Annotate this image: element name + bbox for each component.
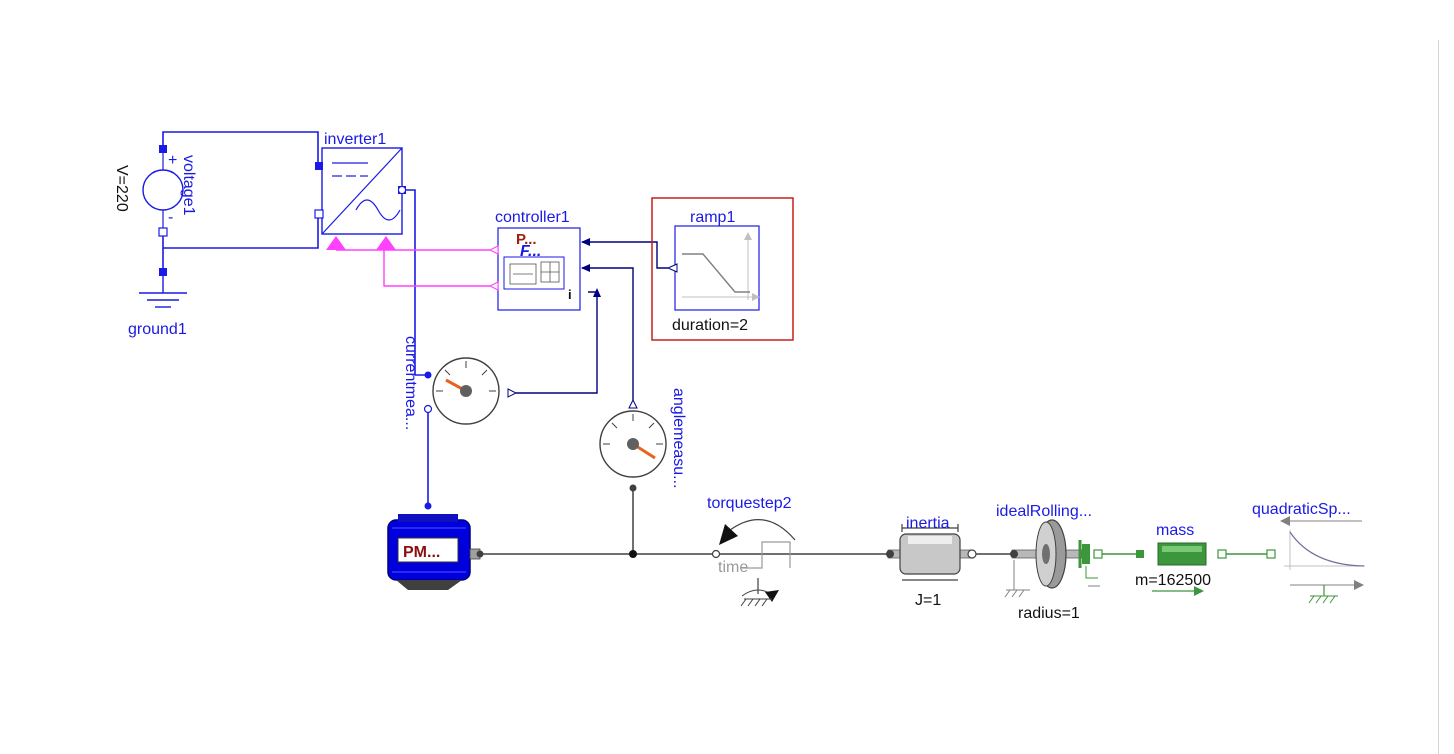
ideal-rolling-wheel[interactable]: idealRolling... radius=1 (996, 503, 1103, 622)
torque-step-port-label: time (718, 559, 748, 576)
torque-step[interactable]: torquestep2 time (707, 495, 796, 607)
voltage-param: V=220 (113, 165, 130, 212)
connection-wires (162, 131, 1270, 555)
ramp-selection-frame (651, 197, 794, 341)
controller-name: controller1 (495, 209, 570, 226)
quadratic-force-name: quadraticSp... (1252, 501, 1351, 518)
controller-input-angle[interactable] (581, 264, 590, 272)
wire-angle-controller[interactable] (582, 267, 634, 400)
controller-text-f: F... (520, 243, 541, 260)
current-sensor-output[interactable] (507, 388, 518, 398)
wire-ramp-controller[interactable] (582, 241, 668, 269)
ramp-param: duration=2 (672, 317, 748, 334)
motor-name: PM... (403, 544, 440, 561)
pm-motor[interactable]: PM... (387, 502, 484, 591)
inertia-param: J=1 (915, 592, 941, 609)
controller-output-2[interactable] (488, 281, 499, 291)
ramp-output-port[interactable] (666, 263, 678, 273)
ramp[interactable]: ramp1 duration=2 (651, 197, 794, 341)
wire-voltage-neg-inverter[interactable] (162, 214, 319, 249)
angle-sensor-name: anglemeasu... (670, 388, 687, 489)
wire-inverter-ac-sensor[interactable] (402, 189, 428, 376)
inertia[interactable]: inertia J=1 (886, 515, 977, 609)
voltage-source[interactable]: + - voltage1 V=220 (113, 145, 197, 237)
current-sensor[interactable]: currentmea... (402, 336, 518, 430)
controller-output-1[interactable] (488, 245, 499, 255)
inverter-name: inverter1 (324, 131, 386, 148)
rolling-wheel-param: radius=1 (1018, 605, 1080, 622)
inverter-fire-port-2[interactable] (376, 236, 396, 250)
wire-voltage-pos-inverter[interactable] (162, 131, 319, 166)
angle-sensor[interactable]: anglemeasu... (599, 388, 687, 492)
wire-pwm-2[interactable] (383, 250, 490, 287)
controller-input-current[interactable] (593, 288, 601, 297)
svg-text:-: - (168, 209, 173, 226)
angle-sensor-output[interactable] (628, 398, 638, 409)
torque-step-name: torquestep2 (707, 495, 792, 512)
controller-text-p: P... (516, 231, 537, 248)
quadratic-speed-force[interactable]: quadraticSp... (1252, 501, 1365, 604)
controller[interactable]: controller1 P... F... i (488, 209, 601, 311)
rolling-wheel-name: idealRolling... (996, 503, 1092, 520)
controller-text-i: i (568, 287, 572, 302)
mass-name: mass (1156, 522, 1194, 539)
shaft-junction (629, 550, 637, 558)
wire-current-controller[interactable] (516, 291, 598, 394)
ground-name: ground1 (128, 321, 187, 338)
current-sensor-name: currentmea... (402, 336, 419, 430)
ground[interactable]: ground1 (128, 268, 187, 338)
inverter-fire-port-1[interactable] (326, 236, 346, 250)
inverter[interactable]: inverter1 (314, 131, 406, 250)
controller-input-ref[interactable] (581, 238, 590, 246)
ramp-name: ramp1 (690, 209, 735, 226)
mass[interactable]: mass m=162500 (1135, 522, 1227, 596)
svg-text:+: + (168, 152, 177, 169)
canvas-right-border (1438, 40, 1439, 754)
inertia-name: inertia (906, 515, 950, 532)
voltage-name: voltage1 (180, 155, 197, 216)
mass-param: m=162500 (1135, 572, 1211, 589)
